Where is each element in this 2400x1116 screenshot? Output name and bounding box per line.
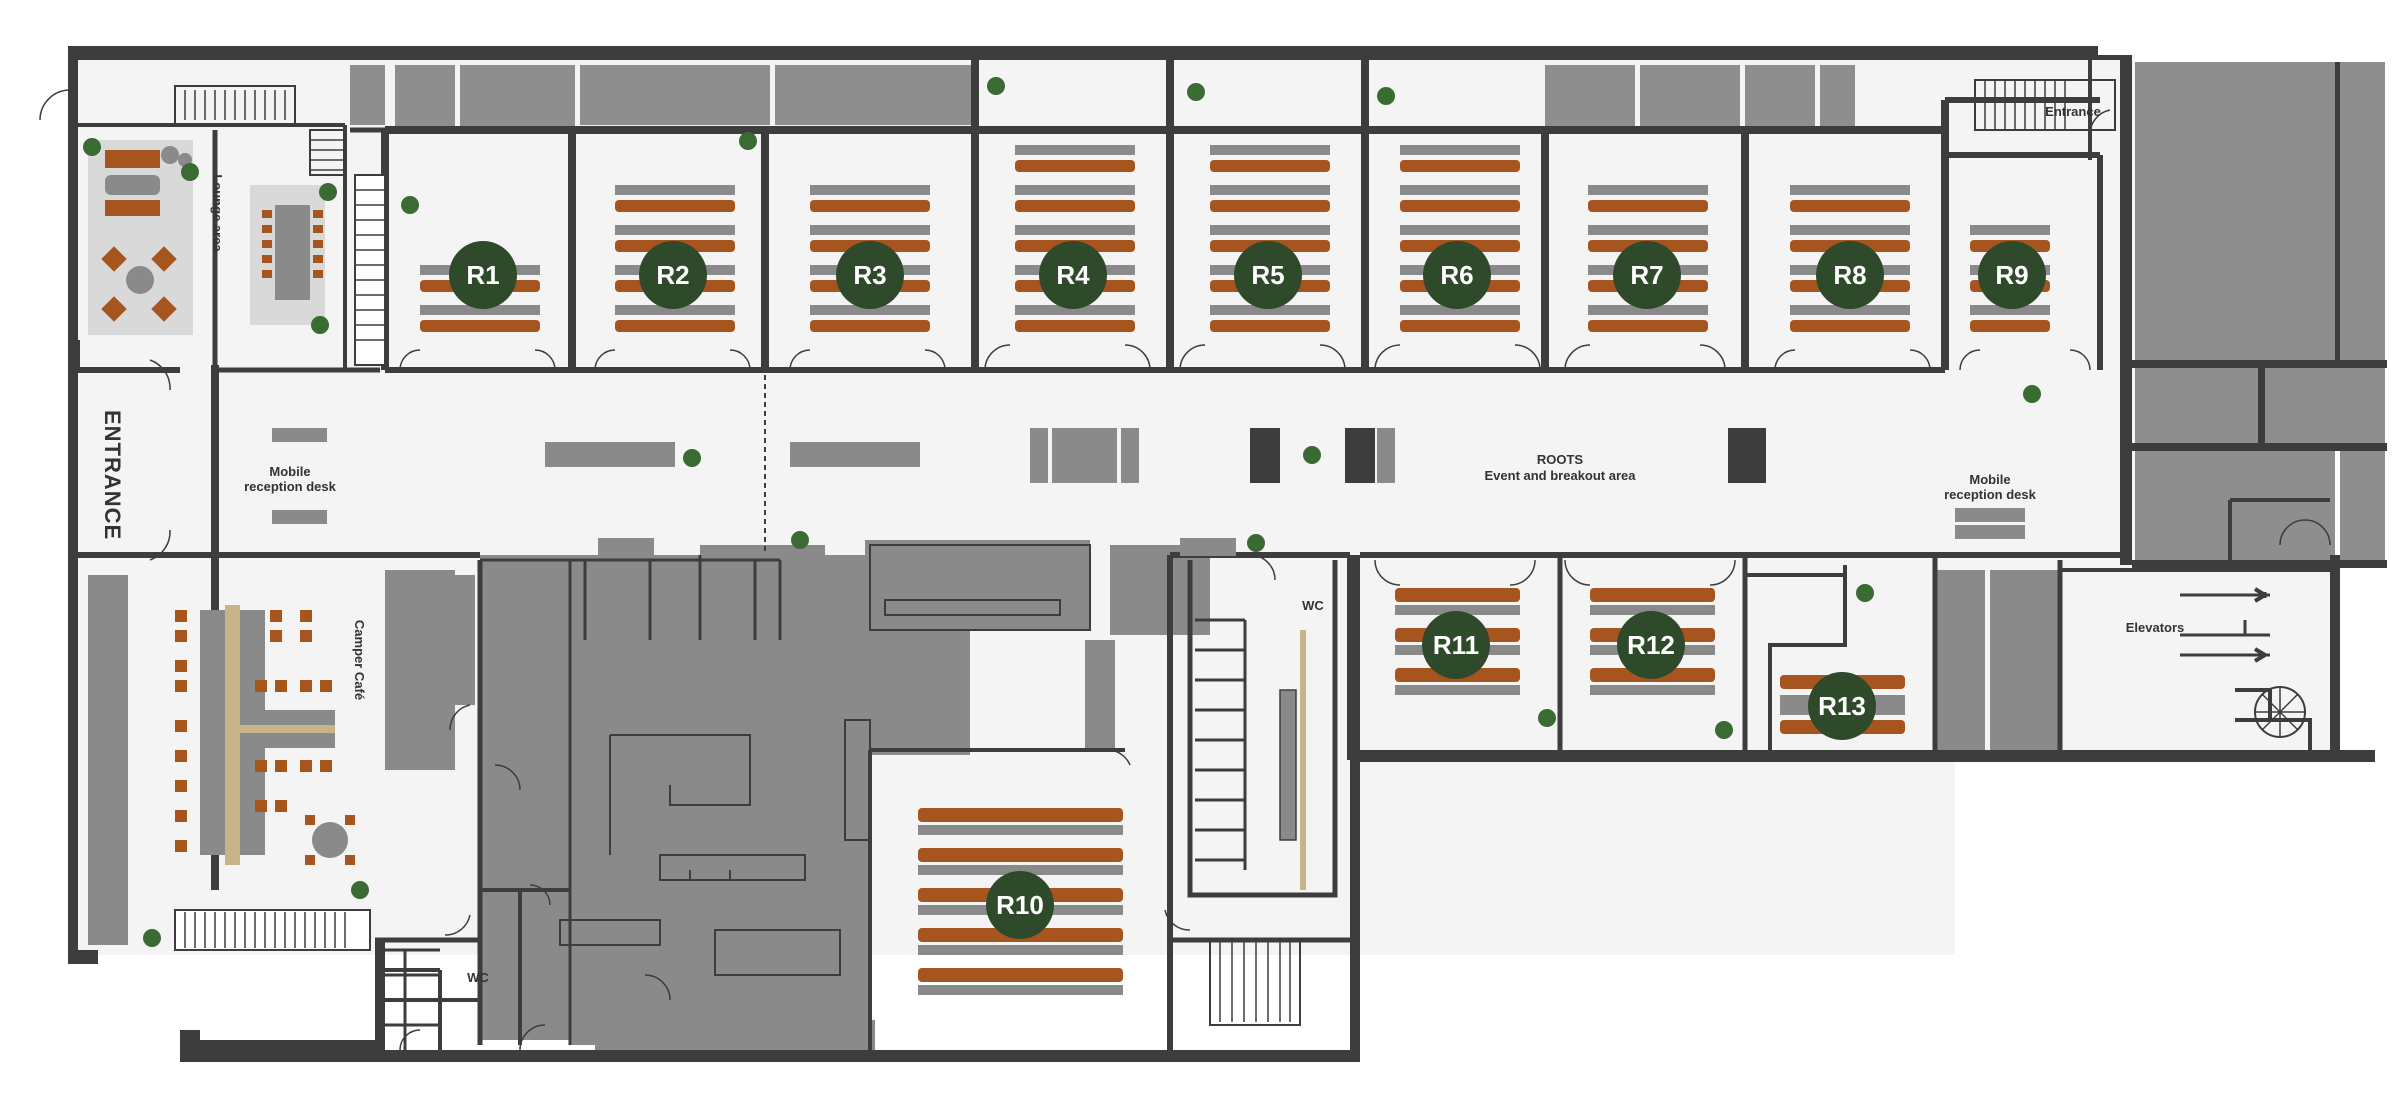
room-badge-r12[interactable]: R12 [1617, 611, 1685, 679]
entrance-label: ENTRANCE [100, 410, 125, 540]
corridor-furniture [272, 428, 2025, 556]
room-badge-r13[interactable]: R13 [1808, 672, 1876, 740]
mobile-desk-right-label-1: Mobile [1969, 472, 2010, 487]
room-label-r7: R7 [1630, 260, 1663, 290]
room-badge-r4[interactable]: R4 [1039, 241, 1107, 309]
elevators-label: Elevators [2126, 620, 2185, 635]
cafe-furniture [88, 575, 475, 945]
room-label-r12: R12 [1627, 630, 1675, 660]
wc-bottom-label: WC [467, 970, 489, 985]
room-badge-r6[interactable]: R6 [1423, 241, 1491, 309]
lounge-label: Lounge area [210, 174, 225, 252]
roots-label-1: ROOTS [1537, 452, 1584, 467]
mobile-desk-left-label-1: Mobile [269, 464, 310, 479]
mobile-desk-right-label-2: reception desk [1944, 487, 2037, 502]
room-badge-r3[interactable]: R3 [836, 241, 904, 309]
room-label-r11: R11 [1433, 630, 1479, 660]
room-label-r9: R9 [1995, 260, 2028, 290]
wc-top-label: WC [1302, 598, 1324, 613]
room-badge-r8[interactable]: R8 [1816, 241, 1884, 309]
room-label-r13: R13 [1818, 691, 1866, 721]
room-label-r6: R6 [1440, 260, 1473, 290]
wc-stalls [385, 618, 1306, 1050]
room-badge-r2[interactable]: R2 [639, 241, 707, 309]
mobile-desk-left-label-2: reception desk [244, 479, 337, 494]
room-badge-r7[interactable]: R7 [1613, 241, 1681, 309]
cafe-label: Camper Café [352, 620, 367, 700]
interior-walls [76, 60, 2330, 1050]
kitchen-core [385, 540, 2060, 1050]
room-label-r1: R1 [466, 260, 499, 290]
room-label-r2: R2 [656, 260, 689, 290]
stairs [174, 79, 2306, 1026]
room-badge-r10[interactable]: R10 [986, 871, 1054, 939]
room-badge-r5[interactable]: R5 [1234, 241, 1302, 309]
room-label-r8: R8 [1833, 260, 1866, 290]
room-badge-r9[interactable]: R9 [1978, 241, 2046, 309]
room-badge-r1[interactable]: R1 [449, 241, 517, 309]
room-label-r10: R10 [996, 890, 1044, 920]
entrance-top-label: Entrance [2045, 104, 2101, 119]
core-block-right [2135, 62, 2385, 565]
room-label-r3: R3 [853, 260, 886, 290]
room-label-r5: R5 [1251, 260, 1284, 290]
storage-blocks-top [350, 65, 1855, 130]
doors [39, 89, 2331, 1051]
roots-label-2: Event and breakout area [1485, 468, 1637, 483]
room-badge-r11[interactable]: R11 [1422, 611, 1490, 679]
room-label-r4: R4 [1056, 260, 1090, 290]
lounge-furniture [88, 140, 325, 335]
kitchen-outlines [480, 544, 1091, 1045]
plants [83, 77, 2041, 947]
floor-area [70, 55, 2340, 955]
